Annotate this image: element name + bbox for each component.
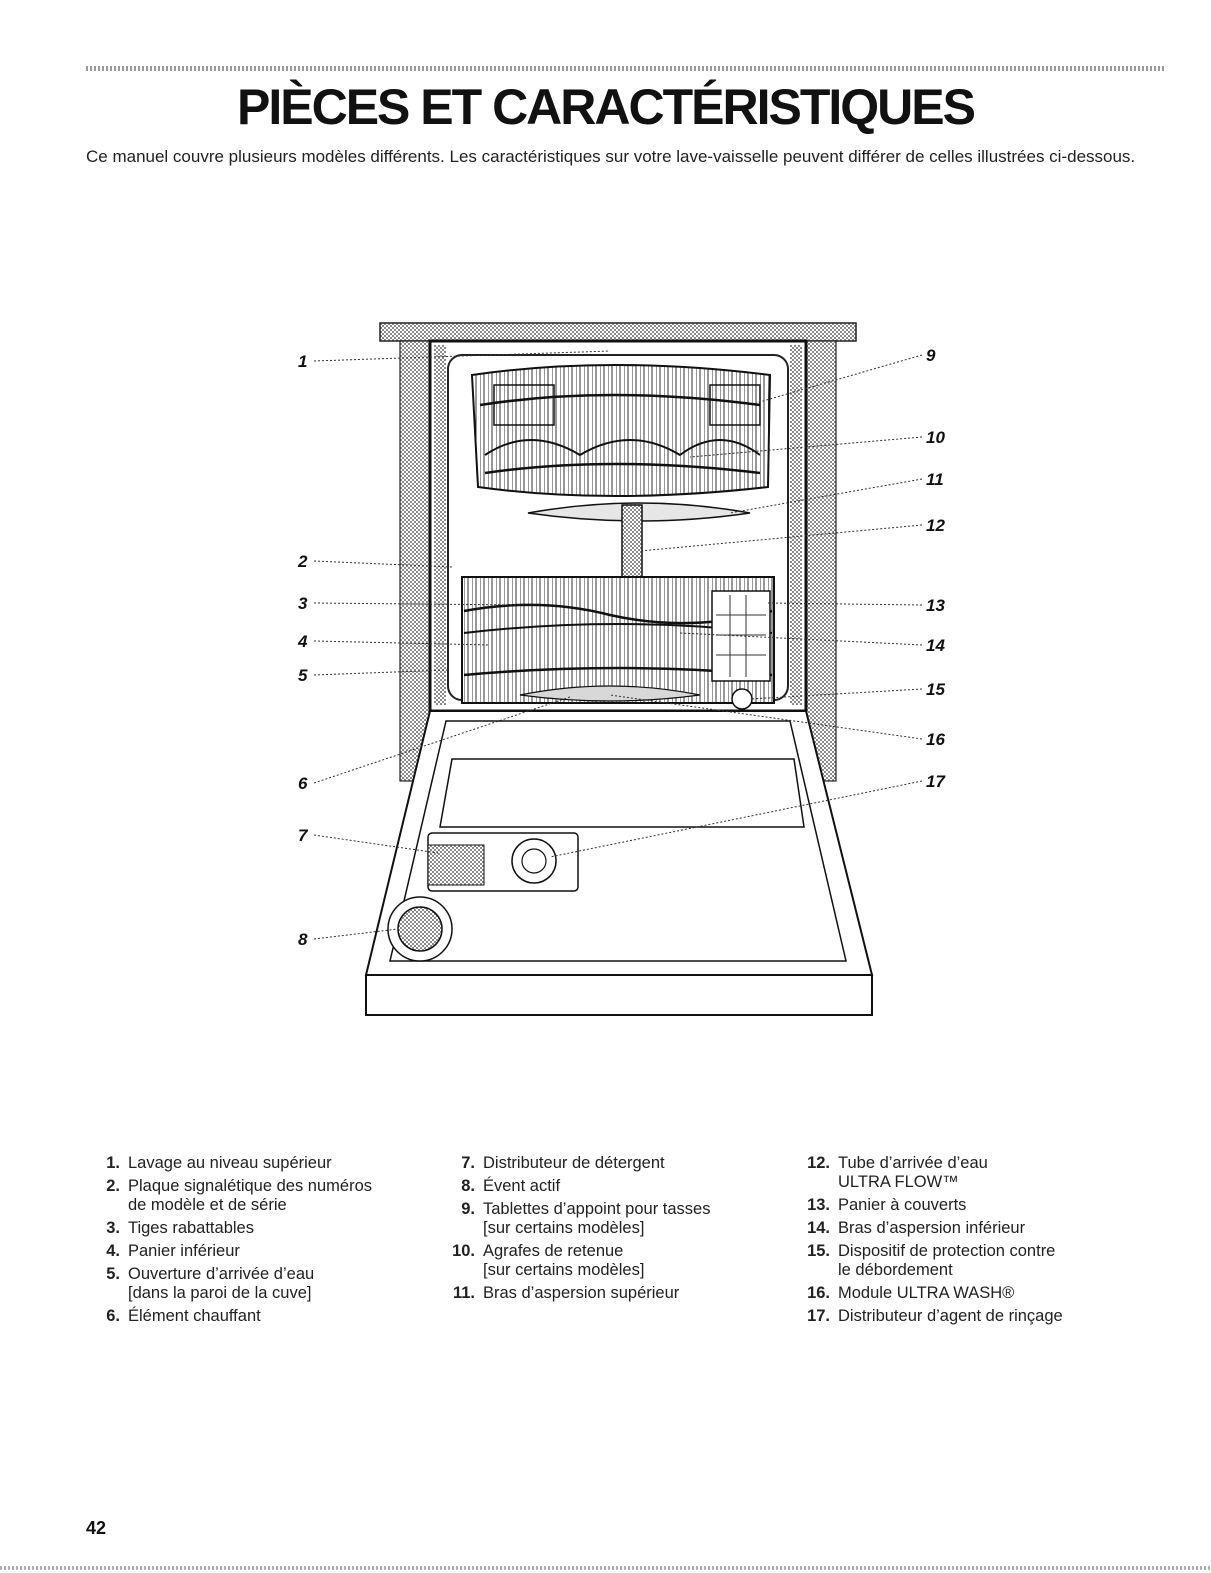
cabinet-left-side xyxy=(399,340,431,782)
legend-text: Module ULTRA WASH® xyxy=(838,1284,1015,1302)
legend-column-1: 1. Lavage au niveau supérieur 2. Plaque si… xyxy=(86,1154,416,1330)
legend-number: 6. xyxy=(106,1307,120,1325)
callout-number: 5 xyxy=(298,666,308,685)
legend-text: Distributeur de détergent xyxy=(483,1154,665,1172)
legend-item: 4. Panier inférieur xyxy=(86,1242,416,1261)
legend-number: 16. xyxy=(807,1284,830,1302)
vent xyxy=(387,896,453,962)
legend-item: 8. Évent actif xyxy=(441,1177,771,1196)
legend-number: 10. xyxy=(452,1242,475,1260)
legend-number: 4. xyxy=(106,1242,120,1260)
top-dotted-rule xyxy=(86,66,1166,71)
overfill-protector xyxy=(731,688,753,710)
legend-number: 3. xyxy=(106,1219,120,1237)
callout-number: 3 xyxy=(298,594,308,613)
legend-item: 1. Lavage au niveau supérieur xyxy=(86,1154,416,1173)
legend-text: Tiges rabattables xyxy=(128,1219,254,1237)
callout-number: 16 xyxy=(926,730,945,749)
legend-number: 2. xyxy=(106,1177,120,1195)
callout-number: 4 xyxy=(297,632,308,651)
legend-number: 9. xyxy=(461,1200,475,1218)
legend-item: 13. Panier à couverts xyxy=(796,1196,1126,1215)
cabinet-right-side xyxy=(805,340,837,782)
callout-number: 13 xyxy=(926,596,945,615)
silverware-basket xyxy=(711,590,771,682)
dishwasher-diagram: 1 2 3 4 5 6 7 8 9 10 11 12 13 14 15 16 1… xyxy=(297,322,946,1016)
legend-text: Agrafes de retenue [sur certains modèles… xyxy=(483,1242,645,1279)
legend-text: Plaque signalétique des numéros de modèl… xyxy=(128,1177,372,1214)
callout-number: 15 xyxy=(926,680,945,699)
legend-number: 14. xyxy=(807,1219,830,1237)
legend-text: Panier à couverts xyxy=(838,1196,967,1214)
water-feed-tube xyxy=(621,504,643,586)
callout-number: 7 xyxy=(298,826,309,845)
legend-number: 7. xyxy=(461,1154,475,1172)
legend-number: 15. xyxy=(807,1242,830,1260)
legend-column-2: 7. Distributeur de détergent 8. Évent acti… xyxy=(441,1154,771,1307)
bottom-dotted-rule xyxy=(0,1566,1211,1570)
callout-number: 10 xyxy=(926,428,945,447)
callout-number: 14 xyxy=(926,636,945,655)
legend-item: 17. Distributeur d’agent de rinçage xyxy=(796,1307,1126,1326)
callout-number: 12 xyxy=(926,516,945,535)
legend-text: Panier inférieur xyxy=(128,1242,240,1260)
legend-text: Ouverture d’arrivée d’eau [dans la paroi… xyxy=(128,1265,315,1302)
callout-number: 9 xyxy=(926,346,936,365)
upper-rack xyxy=(470,364,772,497)
legend-item: 12. Tube d’arrivée d’eau ULTRA FLOW™ xyxy=(796,1154,1126,1192)
page-number: 42 xyxy=(86,1518,107,1538)
legend-item: 3. Tiges rabattables xyxy=(86,1219,416,1238)
callout-number: 6 xyxy=(298,774,308,793)
callout-number: 8 xyxy=(298,930,308,949)
legend-item: 7. Distributeur de détergent xyxy=(441,1154,771,1173)
callout-number: 11 xyxy=(926,470,944,489)
legend-text: Bras d’aspersion supérieur xyxy=(483,1284,680,1302)
countertop xyxy=(379,322,857,342)
callout-number: 2 xyxy=(297,552,308,571)
legend-item: 16. Module ULTRA WASH® xyxy=(796,1284,1126,1303)
legend-number: 17. xyxy=(807,1307,830,1325)
lower-rack xyxy=(461,576,775,704)
lower-spray-arm xyxy=(519,685,701,702)
legend-item: 15. Dispositif de protection contre le dé… xyxy=(796,1242,1126,1280)
legend-item: 11. Bras d’aspersion supérieur xyxy=(441,1284,771,1303)
intro-paragraph: Ce manuel couvre plusieurs modèles diffé… xyxy=(86,147,1136,166)
callout-number: 1 xyxy=(298,352,307,371)
callout-number: 17 xyxy=(926,772,946,791)
leader-lines xyxy=(313,350,923,940)
legend-text: Élément chauffant xyxy=(128,1307,261,1325)
legend-text: Dispositif de protection contre le débor… xyxy=(838,1242,1056,1279)
legend-number: 1. xyxy=(106,1154,120,1172)
legend-text: Lavage au niveau supérieur xyxy=(128,1154,332,1172)
legend-number: 11. xyxy=(452,1284,475,1302)
legend-text: Bras d’aspersion inférieur xyxy=(838,1219,1026,1237)
legend-number: 13. xyxy=(807,1196,830,1214)
legend-item: 2. Plaque signalétique des numéros de mod… xyxy=(86,1177,416,1215)
legend-text: Tablettes d’appoint pour tasses [sur cer… xyxy=(483,1200,711,1237)
legend-item: 14. Bras d’aspersion inférieur xyxy=(796,1219,1126,1238)
legend-item: 6. Élément chauffant xyxy=(86,1307,416,1326)
detergent-dispenser xyxy=(427,832,579,892)
legend-text: Distributeur d’agent de rinçage xyxy=(838,1307,1063,1325)
legend-item: 9. Tablettes d’appoint pour tasses [sur c… xyxy=(441,1200,771,1238)
legend-number: 5. xyxy=(106,1265,120,1283)
legend-number: 8. xyxy=(461,1177,475,1195)
door xyxy=(364,710,874,1016)
legend-column-3: 12. Tube d’arrivée d’eau ULTRA FLOW™ 13. P… xyxy=(796,1154,1126,1330)
page-title: PIÈCES ET CARACTÉRISTIQUES xyxy=(237,79,976,135)
legend-item: 10. Agrafes de retenue [sur certains modè… xyxy=(441,1242,771,1280)
legend-number: 12. xyxy=(807,1154,830,1172)
legend-text: Tube d’arrivée d’eau ULTRA FLOW™ xyxy=(838,1154,988,1191)
legend-text: Évent actif xyxy=(483,1177,561,1195)
legend-item: 5. Ouverture d’arrivée d’eau [dans la par… xyxy=(86,1265,416,1303)
